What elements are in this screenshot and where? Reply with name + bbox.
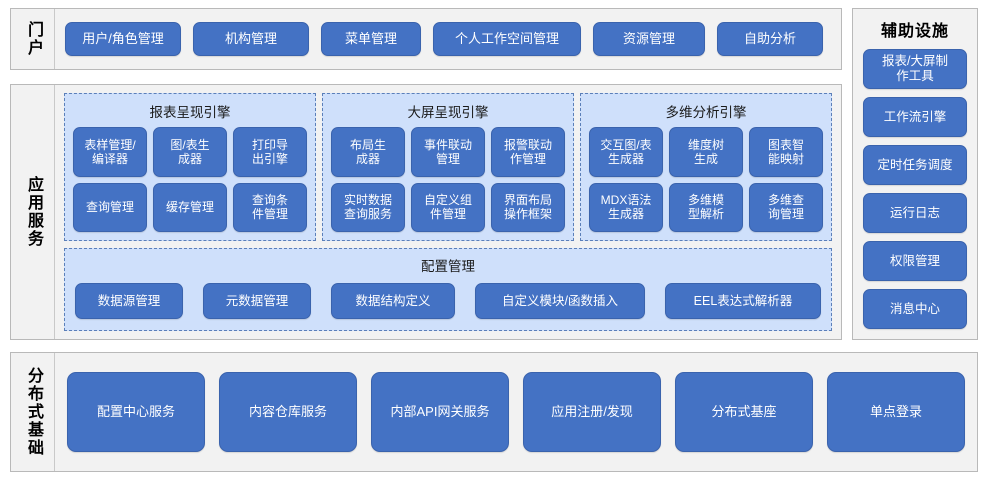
engine-item-event-linkage-management[interactable]: 事件联动 管理 [411,127,485,177]
auxiliary-item-scheduled-task-scheduling[interactable]: 定时任务调度 [863,145,967,185]
config-item-metadata-management[interactable]: 元数据管理 [203,283,311,319]
engine-item-interactive-chart-table-generator[interactable]: 交互图/表 生成器 [589,127,663,177]
distributed-base-section: 分布式基础 配置中心服务 内容仓库服务 内部API网关服务 应用注册/发现 分布… [10,352,978,472]
distributed-item-config-center-service[interactable]: 配置中心服务 [67,372,205,452]
engine-item-chart-table-generator[interactable]: 图/表生 成器 [153,127,227,177]
config-item-data-structure-definition[interactable]: 数据结构定义 [331,283,455,319]
auxiliary-item-runtime-log[interactable]: 运行日志 [863,193,967,233]
engine-grid-report-rendering: 表样管理/ 编译器 图/表生 成器 打印导 出引擎 查询管理 缓存管理 查询条 … [73,127,307,232]
portal-item-self-service-analysis[interactable]: 自助分析 [717,22,823,56]
engine-item-template-management-compiler[interactable]: 表样管理/ 编译器 [73,127,147,177]
engine-item-multidimensional-query-management[interactable]: 多维查 询管理 [749,182,823,232]
distributed-item-internal-api-gateway-service[interactable]: 内部API网关服务 [371,372,509,452]
engines-row: 报表呈现引擎 表样管理/ 编译器 图/表生 成器 打印导 出引擎 查询管理 缓存… [64,93,832,241]
engine-title-large-screen-rendering: 大屏呈现引擎 [407,105,489,120]
engine-panel-report-rendering: 报表呈现引擎 表样管理/ 编译器 图/表生 成器 打印导 出引擎 查询管理 缓存… [64,93,316,241]
auxiliary-item-permission-management[interactable]: 权限管理 [863,241,967,281]
auxiliary-facilities-title: 辅助设施 [880,23,949,40]
config-management-panel: 配置管理 数据源管理 元数据管理 数据结构定义 自定义模块/函数插入 EEL表达… [64,248,832,331]
engine-item-dimension-tree-generation[interactable]: 维度树 生成 [669,127,743,177]
engine-item-chart-smart-mapping[interactable]: 图表智 能映射 [749,127,823,177]
config-item-datasource-management[interactable]: 数据源管理 [75,283,183,319]
distributed-item-app-registry-discovery[interactable]: 应用注册/发现 [523,372,661,452]
application-services-section: 应用服务 报表呈现引擎 表样管理/ 编译器 图/表生 成器 打印导 出引擎 查询… [10,84,842,340]
auxiliary-item-report-dashboard-authoring-tool[interactable]: 报表/大屏制 作工具 [863,49,967,89]
distributed-base-row: 配置中心服务 内容仓库服务 内部API网关服务 应用注册/发现 分布式基座 单点… [55,353,977,471]
engine-panel-multidimensional-analysis: 多维分析引擎 交互图/表 生成器 维度树 生成 图表智 能映射 MDX语法 生成… [580,93,832,241]
auxiliary-item-workflow-engine[interactable]: 工作流引擎 [863,97,967,137]
application-services-body: 报表呈现引擎 表样管理/ 编译器 图/表生 成器 打印导 出引擎 查询管理 缓存… [55,85,841,339]
portal-item-menu-management[interactable]: 菜单管理 [321,22,421,56]
distributed-base-section-label: 分布式基础 [11,353,55,471]
engine-item-cache-management[interactable]: 缓存管理 [153,182,227,232]
engine-item-ui-layout-framework[interactable]: 界面布局 操作框架 [491,182,565,232]
auxiliary-facilities-section: 辅助设施 报表/大屏制 作工具 工作流引擎 定时任务调度 运行日志 权限管理 消… [852,8,978,340]
config-management-row: 数据源管理 元数据管理 数据结构定义 自定义模块/函数插入 EEL表达式解析器 [75,280,821,322]
portal-item-user-role-management[interactable]: 用户/角色管理 [65,22,181,56]
engine-item-multidimensional-model-parsing[interactable]: 多维模 型解析 [669,182,743,232]
engine-item-custom-component-management[interactable]: 自定义组 件管理 [411,182,485,232]
engine-title-report-rendering: 报表呈现引擎 [149,105,231,120]
portal-section: 门户 用户/角色管理 机构管理 菜单管理 个人工作空间管理 资源管理 自助分析 [10,8,842,70]
portal-section-label: 门户 [11,9,55,69]
portal-item-personal-workspace-management[interactable]: 个人工作空间管理 [433,22,581,56]
config-item-eel-expression-parser[interactable]: EEL表达式解析器 [665,283,821,319]
engine-item-layout-generator[interactable]: 布局生 成器 [331,127,405,177]
engine-grid-multidimensional-analysis: 交互图/表 生成器 维度树 生成 图表智 能映射 MDX语法 生成器 多维模 型… [589,127,823,232]
application-services-section-label: 应用服务 [11,85,55,339]
engine-item-query-condition-management[interactable]: 查询条 件管理 [233,182,307,232]
engine-item-print-export-engine[interactable]: 打印导 出引擎 [233,127,307,177]
distributed-item-single-sign-on[interactable]: 单点登录 [827,372,965,452]
portal-item-resource-management[interactable]: 资源管理 [593,22,705,56]
config-item-custom-module-function-insert[interactable]: 自定义模块/函数插入 [475,283,645,319]
auxiliary-facilities-list: 报表/大屏制 作工具 工作流引擎 定时任务调度 运行日志 权限管理 消息中心 [863,49,967,329]
engine-title-multidimensional-analysis: 多维分析引擎 [665,105,747,120]
engine-item-mdx-syntax-generator[interactable]: MDX语法 生成器 [589,182,663,232]
engine-grid-large-screen-rendering: 布局生 成器 事件联动 管理 报警联动 作管理 实时数据 查询服务 自定义组 件… [331,127,565,232]
distributed-item-distributed-foundation[interactable]: 分布式基座 [675,372,813,452]
engine-item-query-management[interactable]: 查询管理 [73,182,147,232]
engine-item-alarm-action-management[interactable]: 报警联动 作管理 [491,127,565,177]
auxiliary-item-message-center[interactable]: 消息中心 [863,289,967,329]
portal-button-row: 用户/角色管理 机构管理 菜单管理 个人工作空间管理 资源管理 自助分析 [55,9,841,69]
distributed-item-content-repository-service[interactable]: 内容仓库服务 [219,372,357,452]
config-management-title: 配置管理 [421,259,475,274]
portal-item-organization-management[interactable]: 机构管理 [193,22,309,56]
engine-panel-large-screen-rendering: 大屏呈现引擎 布局生 成器 事件联动 管理 报警联动 作管理 实时数据 查询服务… [322,93,574,241]
engine-item-realtime-data-query-service[interactable]: 实时数据 查询服务 [331,182,405,232]
